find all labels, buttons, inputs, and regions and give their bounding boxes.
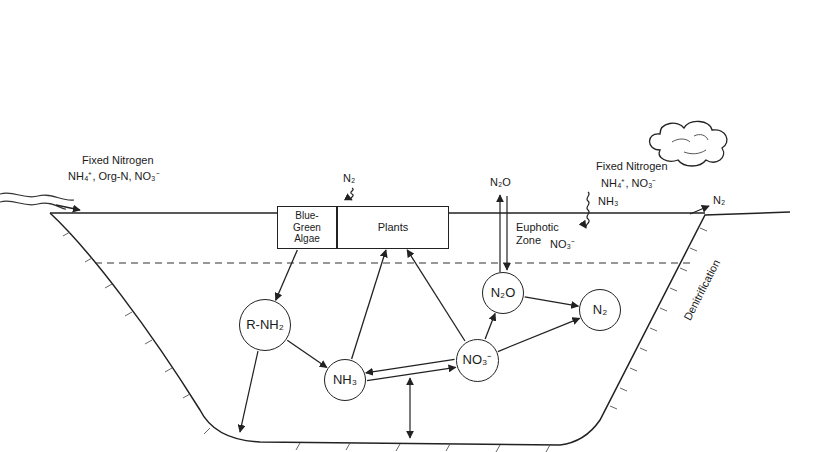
annotation-label: N₂O xyxy=(490,176,511,189)
compound-circle: R-NH₂ xyxy=(239,299,291,351)
flow-arrow xyxy=(366,359,455,372)
node-text: Blue-Green Algae xyxy=(283,210,331,245)
flow-arrow xyxy=(407,250,465,341)
node-text: NO₃⁻ xyxy=(463,353,492,368)
flow-arrow xyxy=(525,297,579,306)
annotation-label: Denitrification xyxy=(681,257,723,322)
annotation-label: NH₄⁺, NO₃⁻ xyxy=(601,177,656,190)
node-text: N₂ xyxy=(593,303,607,318)
deposition-arrow xyxy=(586,192,589,228)
annotation-label: NH₃ xyxy=(598,195,618,208)
compound-circle: NH₃ xyxy=(324,359,366,401)
flow-arrow xyxy=(367,367,456,380)
sediment-arrow xyxy=(240,351,258,432)
euphotic-boundary xyxy=(95,262,690,263)
annotation-label: NO₃⁻ xyxy=(550,238,575,251)
annotation-label: N₂ xyxy=(713,194,725,207)
sediment-exchange-arrow xyxy=(409,378,410,438)
annotation-label: Fixed Nitrogen xyxy=(596,160,668,173)
fixation-arrow xyxy=(351,188,353,200)
cloud xyxy=(650,121,727,166)
n2-escape-arrow xyxy=(690,206,709,214)
flow-arrow xyxy=(485,314,495,340)
stream-line xyxy=(0,193,74,200)
node-text: N₂O xyxy=(491,286,516,301)
node-text: Plants xyxy=(378,221,409,234)
n2o-release-arrow xyxy=(499,195,500,272)
compound-circle: NO₃⁻ xyxy=(456,339,499,382)
flow-arrow xyxy=(276,250,298,300)
organism-box: Blue-Green Algae xyxy=(277,206,337,249)
flow-arrow xyxy=(498,318,580,351)
inflow-arrow xyxy=(56,205,80,210)
annotation-label: Fixed Nitrogen xyxy=(82,154,154,167)
bank-hatching xyxy=(63,228,707,452)
flow-arrow xyxy=(287,340,327,367)
n2o-exchange-arrow xyxy=(506,196,507,270)
annotation-label: N₂ xyxy=(343,172,355,185)
organism-box: Plants xyxy=(337,206,449,249)
node-text: R-NH₂ xyxy=(246,318,284,333)
flow-arrow xyxy=(352,250,386,359)
annotation-label: NH₄⁺, Org-N, NO₃⁻ xyxy=(68,170,160,183)
compound-circle: N₂ xyxy=(579,289,621,331)
cloud-detail xyxy=(672,135,708,154)
compound-circle: N₂O xyxy=(482,272,524,314)
node-text: NH₃ xyxy=(333,373,357,388)
